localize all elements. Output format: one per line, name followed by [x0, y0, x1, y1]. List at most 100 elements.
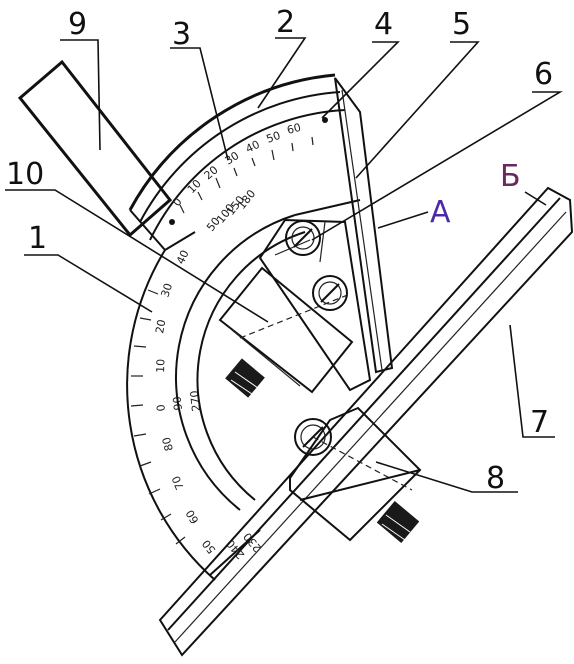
outer-arc-edge [128, 73, 336, 211]
axis-line [239, 293, 351, 339]
tick [291, 142, 294, 152]
tick [175, 536, 186, 545]
nut-knurl [385, 514, 411, 533]
label-2: 2 [276, 5, 295, 40]
vernier-numbers: 40 30 20 10 0 90 80 70 60 50 [153, 248, 218, 556]
clamp-line [231, 329, 301, 387]
plate-line [274, 239, 311, 256]
outer-arc-inner-edge [139, 91, 341, 223]
plate-outline [258, 218, 372, 392]
slider-part-8 [289, 406, 422, 542]
nut-knurl [234, 371, 259, 389]
ruler-edge-line [174, 211, 567, 643]
plate-line [319, 221, 326, 263]
blade-part-5 [334, 77, 394, 374]
blade-outline [334, 77, 394, 374]
tick [133, 433, 147, 437]
leader-8 [375, 461, 518, 493]
tick [160, 513, 172, 521]
scale-num: 30 [223, 149, 242, 168]
scale-num: 60 [183, 507, 201, 526]
slider-edge [299, 469, 421, 501]
leader-lines [5, 37, 563, 493]
linkage-plate [258, 218, 372, 392]
nut-knurl [381, 523, 406, 541]
scale-num: 20 [202, 163, 221, 182]
tick [251, 157, 256, 167]
screw-head [285, 220, 321, 256]
sector-top-edge [164, 231, 196, 251]
slider-axis [312, 436, 413, 491]
leader-2 [257, 37, 307, 109]
screw-head [312, 275, 348, 311]
leader-b [524, 191, 547, 206]
tick [179, 204, 185, 214]
screw-upper [285, 220, 321, 256]
dot [322, 117, 328, 123]
nut-knurl [230, 379, 253, 395]
scale-arc-left-cap [129, 209, 166, 251]
sector-outer-arc [126, 249, 216, 581]
screw-slot [293, 228, 313, 248]
tick [148, 488, 161, 495]
tick [233, 167, 238, 177]
scale-num: 10 [185, 177, 204, 196]
scale-num: 40 [244, 138, 262, 156]
label-6: 6 [534, 57, 553, 92]
label-1: 1 [28, 221, 47, 256]
tick [139, 317, 152, 321]
scale-arc-edge [149, 109, 346, 241]
scale-num: 60 [286, 121, 303, 137]
scale-num: 40 [174, 248, 192, 266]
leader-6 [311, 91, 563, 241]
tick [133, 345, 147, 348]
disk-arc-inner [196, 231, 306, 501]
leader-1 [24, 254, 153, 313]
label-4: 4 [374, 7, 393, 42]
label-8: 8 [486, 461, 505, 496]
scale-num: 0 [154, 404, 168, 412]
leader-3 [170, 47, 229, 161]
scale-num: 70 [169, 474, 186, 492]
screw-head [294, 418, 332, 456]
label-7: 7 [530, 405, 549, 440]
label-9: 9 [68, 7, 87, 42]
protractor-body-part-1 [126, 231, 261, 581]
tick [271, 149, 275, 161]
tick [130, 404, 144, 407]
screw-inner [318, 281, 342, 305]
scale-num: 50 [200, 537, 219, 556]
leader-9 [60, 39, 101, 151]
clamp-outline [218, 266, 354, 394]
dot [169, 219, 175, 225]
label-3: 3 [172, 17, 191, 52]
scale-num: 30 [158, 282, 175, 299]
scale-arc-part-2 [128, 73, 346, 251]
label-a: А [430, 195, 451, 230]
knurled-nut-left [225, 358, 265, 398]
label-5: 5 [452, 7, 471, 42]
clamp-block-part-10 [218, 266, 354, 394]
scale-num: 20 [153, 318, 168, 334]
blade-center-line [341, 89, 383, 371]
leader-10 [5, 189, 269, 323]
tick [139, 461, 152, 467]
screw-middle [312, 275, 348, 311]
arm-outline [17, 59, 173, 238]
disk-top-edge [294, 199, 361, 216]
nut-body [225, 358, 265, 398]
leader-7 [509, 324, 555, 438]
disk-arc-outer [175, 214, 296, 511]
label-b: Б [500, 159, 521, 194]
nut-body [376, 500, 420, 544]
knurled-nut-right [376, 500, 420, 544]
ruler-outline [158, 186, 574, 657]
scale-num: 50 [265, 129, 283, 146]
tick [197, 191, 203, 201]
tick [311, 136, 314, 146]
leader-a [377, 211, 429, 229]
scale-num: 10 [154, 359, 167, 373]
tick [147, 289, 159, 295]
